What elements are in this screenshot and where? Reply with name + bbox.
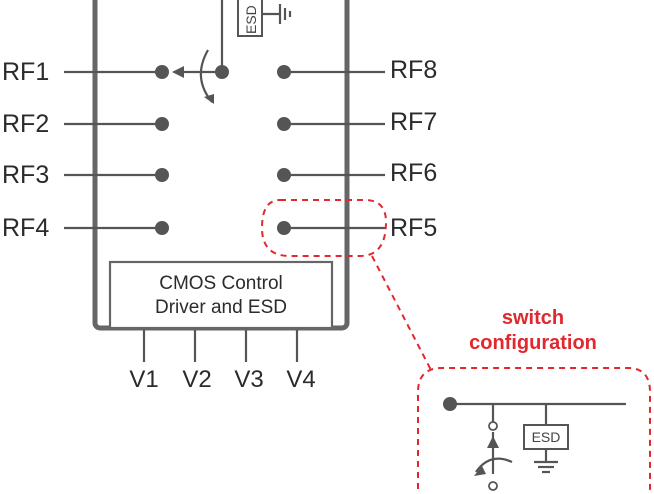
port-node-rf1	[155, 65, 169, 79]
callout-title-line2: configuration	[469, 332, 597, 354]
pin-label-v1: V1	[129, 366, 158, 393]
switch-config-detail: ESD	[443, 397, 626, 491]
port-node-rf5	[277, 221, 291, 235]
chip-esd-label: ESD	[243, 5, 259, 34]
pin-label-v2: V2	[182, 366, 211, 393]
control-box-line2: Driver and ESD	[155, 297, 287, 318]
port-label-rf2: RF2	[2, 110, 49, 138]
port-node-rf7	[277, 117, 291, 131]
port-label-rf1: RF1	[2, 58, 49, 86]
chip-esd-element: ESD	[220, 0, 292, 72]
switch-arm	[172, 49, 229, 104]
port-node-rf8	[277, 65, 291, 79]
port-label-rf3: RF3	[2, 161, 49, 189]
callout-title-line1: switch	[502, 307, 564, 329]
port-node-rf3	[155, 168, 169, 182]
port-label-rf7: RF7	[390, 108, 437, 136]
right-ports: RF8 RF7 RF6 RF5	[277, 56, 437, 242]
highlight-ellipse	[260, 199, 388, 257]
port-node-rf6	[277, 168, 291, 182]
port-label-rf8: RF8	[390, 56, 437, 84]
config-esd-label: ESD	[532, 429, 561, 445]
pin-label-v3: V3	[234, 366, 263, 393]
port-label-rf6: RF6	[390, 159, 437, 187]
config-node	[443, 397, 457, 411]
pin-label-v4: V4	[286, 366, 315, 393]
left-ports: RF1 RF2 RF3 RF4	[2, 58, 169, 242]
control-pins: V1 V2 V3 V4	[129, 330, 316, 393]
port-label-rf5: RF5	[390, 214, 437, 242]
control-box: CMOS Control Driver and ESD	[108, 260, 334, 330]
control-box-line1: CMOS Control	[159, 273, 283, 294]
port-node-rf2	[155, 117, 169, 131]
callout-connector	[371, 255, 433, 373]
port-label-rf4: RF4	[2, 214, 49, 242]
port-node-rf4	[155, 221, 169, 235]
